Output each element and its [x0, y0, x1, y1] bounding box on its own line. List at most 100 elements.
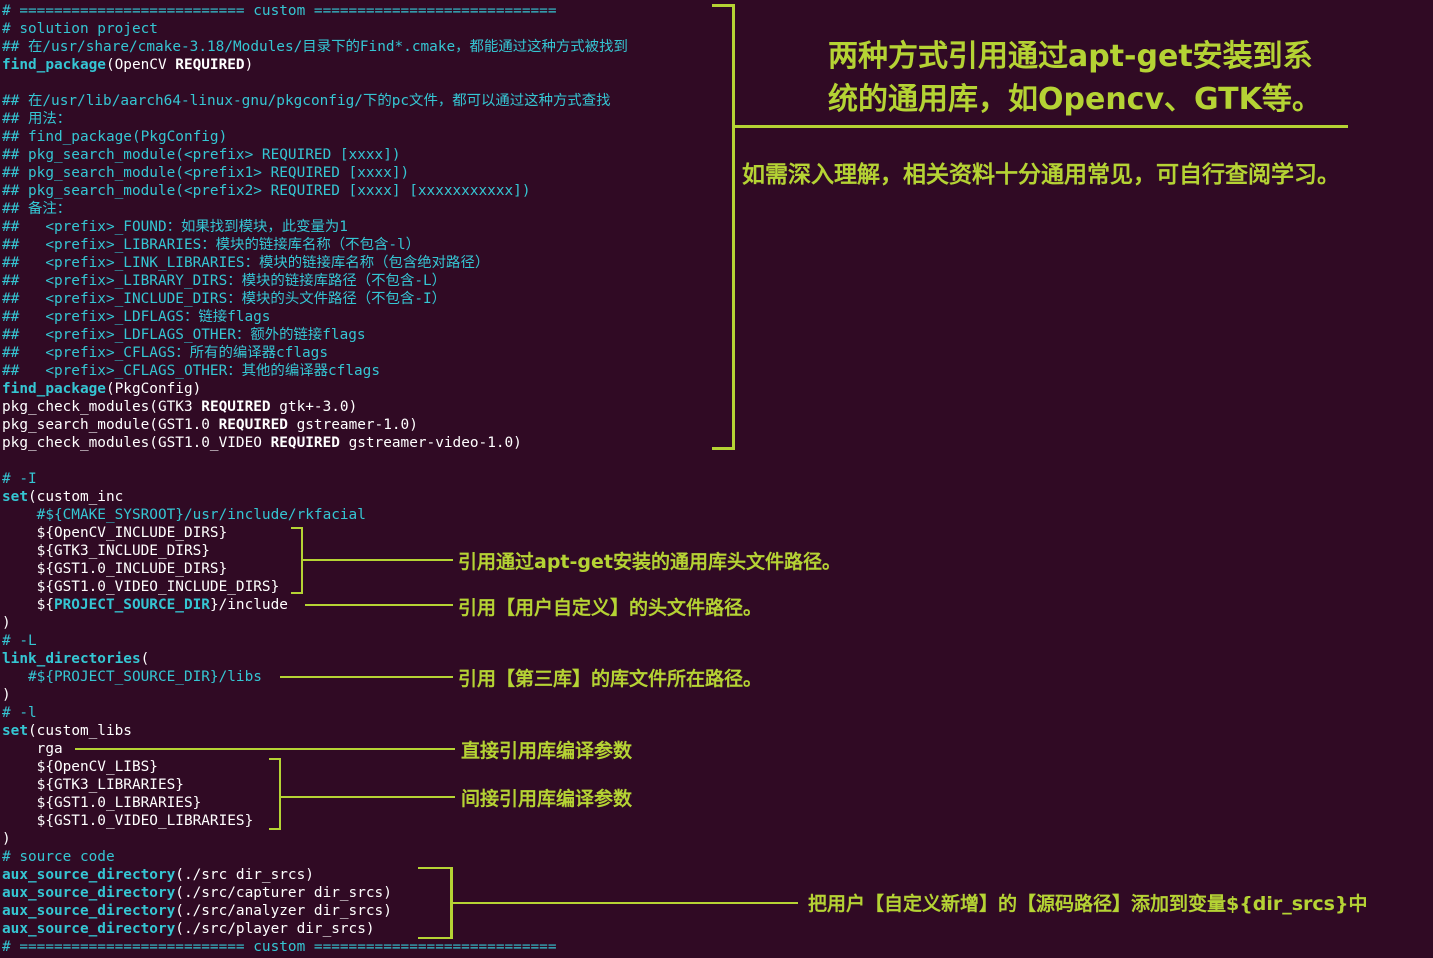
code-text: (	[140, 651, 150, 667]
code-line: # source code	[2, 848, 628, 866]
code-comment: # -I	[2, 471, 37, 487]
connector-line	[305, 604, 453, 606]
code-comment: ## find_package(PkgConfig)	[2, 129, 228, 145]
code-text: ${	[2, 597, 54, 613]
bracket-vertical	[301, 527, 303, 594]
code-line: )	[2, 830, 628, 848]
code-text: (./src/player dir_srcs)	[175, 921, 375, 937]
code-line: aux_source_directory(./src dir_srcs)	[2, 866, 628, 884]
code-line: set(custom_libs	[2, 722, 628, 740]
bracket-bottom	[269, 828, 281, 830]
connector-line	[303, 559, 453, 561]
annotation-include-user: 引用【用户自定义】的头文件路径。	[458, 597, 763, 619]
connector-line	[280, 676, 453, 678]
code-line: ## <prefix>_LDFLAGS：链接flags	[2, 308, 628, 326]
code-comment: # ========================== custom ====…	[2, 939, 557, 955]
code-line: ${GST1.0_INCLUDE_DIRS}	[2, 560, 628, 578]
code-line: ## find_package(PkgConfig)	[2, 128, 628, 146]
code-comment: # ========================== custom ====…	[2, 3, 557, 19]
code-line: ## <prefix>_LDFLAGS_OTHER：额外的链接flags	[2, 326, 628, 344]
code-line: ## <prefix>_CFLAGS：所有的编译器cflags	[2, 344, 628, 362]
code-line: ## <prefix>_LINK_LIBRARIES：模块的链接库名称（包含绝对…	[2, 254, 628, 272]
code-line: pkg_check_modules(GTK3 REQUIRED gtk+-3.0…	[2, 398, 628, 416]
bracket-bottom	[418, 937, 452, 939]
code-comment: ## <prefix>_LDFLAGS：链接flags	[2, 309, 271, 325]
annotation-lib-direct: 直接引用库编译参数	[461, 740, 633, 762]
code-text: (OpenCV	[105, 57, 176, 73]
code-line: # ========================== custom ====…	[2, 938, 628, 956]
code-comment: ## <prefix>_CFLAGS：所有的编译器cflags	[2, 345, 328, 361]
bracket-top	[418, 867, 452, 869]
code-text: ${GTK3_INCLUDE_DIRS}	[2, 543, 210, 559]
code-line: link_directories(	[2, 650, 628, 668]
code-line: ${PROJECT_SOURCE_DIR}/include	[2, 596, 628, 614]
code-keyword: set	[2, 723, 28, 739]
code-line: # ========================== custom ====…	[2, 2, 628, 20]
code-comment: ## <prefix>_LIBRARIES：模块的链接库名称（不包含-l）	[2, 237, 421, 253]
code-text: )	[244, 57, 254, 73]
bracket-bottom	[712, 447, 734, 450]
connector-line	[281, 796, 455, 798]
code-comment: ## 在/usr/lib/aarch64-linux-gnu/pkgconfig…	[2, 93, 611, 109]
bracket-bottom	[291, 592, 303, 594]
code-line: ## 用法：	[2, 110, 628, 128]
code-text: gstreamer-video-1.0)	[339, 435, 522, 451]
code-text: rga	[2, 741, 63, 757]
code-line: ## 在/usr/lib/aarch64-linux-gnu/pkgconfig…	[2, 92, 628, 110]
code-comment: ## <prefix>_CFLAGS_OTHER：其他的编译器cflags	[2, 363, 380, 379]
code-comment: ## <prefix>_LINK_LIBRARIES：模块的链接库名称（包含绝对…	[2, 255, 490, 271]
code-line: ## 备注：	[2, 200, 628, 218]
code-comment: ## <prefix>_FOUND：如果找到模块，此变量为1	[2, 219, 348, 235]
code-text: REQUIRED	[201, 399, 271, 415]
code-line: ## <prefix>_CFLAGS_OTHER：其他的编译器cflags	[2, 362, 628, 380]
code-line: # -I	[2, 470, 628, 488]
code-line: ${GST1.0_VIDEO_LIBRARIES}	[2, 812, 628, 830]
code-line: ${GTK3_LIBRARIES}	[2, 776, 628, 794]
code-line: ${GST1.0_LIBRARIES}	[2, 794, 628, 812]
annotation-title: 两种方式引用通过apt-get安装到系 统的通用库，如Opencv、GTK等。	[828, 35, 1322, 121]
code-comment: ## <prefix>_LIBRARY_DIRS：模块的链接库路径（不包含-L）	[2, 273, 447, 289]
code-comment: #${PROJECT_SOURCE_DIR}/libs	[2, 669, 262, 685]
code-line: ${OpenCV_LIBS}	[2, 758, 628, 776]
code-text: pkg_check_modules(GTK3	[2, 399, 202, 415]
code-comment: ## pkg_search_module(<prefix> REQUIRED […	[2, 147, 401, 163]
code-keyword: find_package	[2, 57, 106, 73]
code-text: ${GST1.0_VIDEO_LIBRARIES}	[2, 813, 254, 829]
code-text: )	[2, 615, 11, 631]
code-comment: # -l	[2, 705, 37, 721]
code-comment: ## 用法：	[2, 111, 72, 127]
code-line: ## <prefix>_INCLUDE_DIRS：模块的头文件路径（不包含-I）	[2, 290, 628, 308]
code-keyword: aux_source_directory	[2, 885, 176, 901]
code-editor[interactable]: # ========================== custom ====…	[2, 2, 628, 956]
annotation-lib-third: 引用【第三库】的库文件所在路径。	[458, 668, 763, 690]
code-text: pkg_check_modules(GST1.0_VIDEO	[2, 435, 271, 451]
code-line: pkg_check_modules(GST1.0_VIDEO REQUIRED …	[2, 434, 628, 452]
code-text: ${OpenCV_LIBS}	[2, 759, 158, 775]
code-line: ## pkg_search_module(<prefix2> REQUIRED …	[2, 182, 628, 200]
code-keyword: aux_source_directory	[2, 921, 176, 937]
code-line: find_package(PkgConfig)	[2, 380, 628, 398]
code-keyword: set	[2, 489, 28, 505]
annotation-title-line2: 统的通用库，如Opencv、GTK等。	[828, 82, 1322, 117]
code-text: REQUIRED	[218, 417, 288, 433]
code-line: ${GTK3_INCLUDE_DIRS}	[2, 542, 628, 560]
code-line: ## <prefix>_LIBRARIES：模块的链接库名称（不包含-l）	[2, 236, 628, 254]
code-comment: ## 备注：	[2, 201, 72, 217]
code-line: ${OpenCV_INCLUDE_DIRS}	[2, 524, 628, 542]
code-line: rga	[2, 740, 628, 758]
bracket-vertical	[279, 758, 281, 830]
code-comment: ## pkg_search_module(<prefix1> REQUIRED …	[2, 165, 410, 181]
bracket-top	[712, 4, 734, 7]
bracket-top	[291, 527, 303, 529]
code-text: REQUIRED	[270, 435, 340, 451]
code-line: aux_source_directory(./src/player dir_sr…	[2, 920, 628, 938]
code-keyword: aux_source_directory	[2, 867, 176, 883]
bracket-top	[269, 758, 281, 760]
bracket-vertical	[450, 867, 453, 939]
code-line: ${GST1.0_VIDEO_INCLUDE_DIRS}	[2, 578, 628, 596]
code-text: gstreamer-1.0)	[287, 417, 418, 433]
code-text: )	[2, 831, 11, 847]
annotation-source-add: 把用户【自定义新增】的【源码路径】添加到变量${dir_srcs}中	[808, 893, 1368, 915]
annotation-include-apt: 引用通过apt-get安装的通用库头文件路径。	[458, 551, 841, 573]
code-keyword: find_package	[2, 381, 106, 397]
